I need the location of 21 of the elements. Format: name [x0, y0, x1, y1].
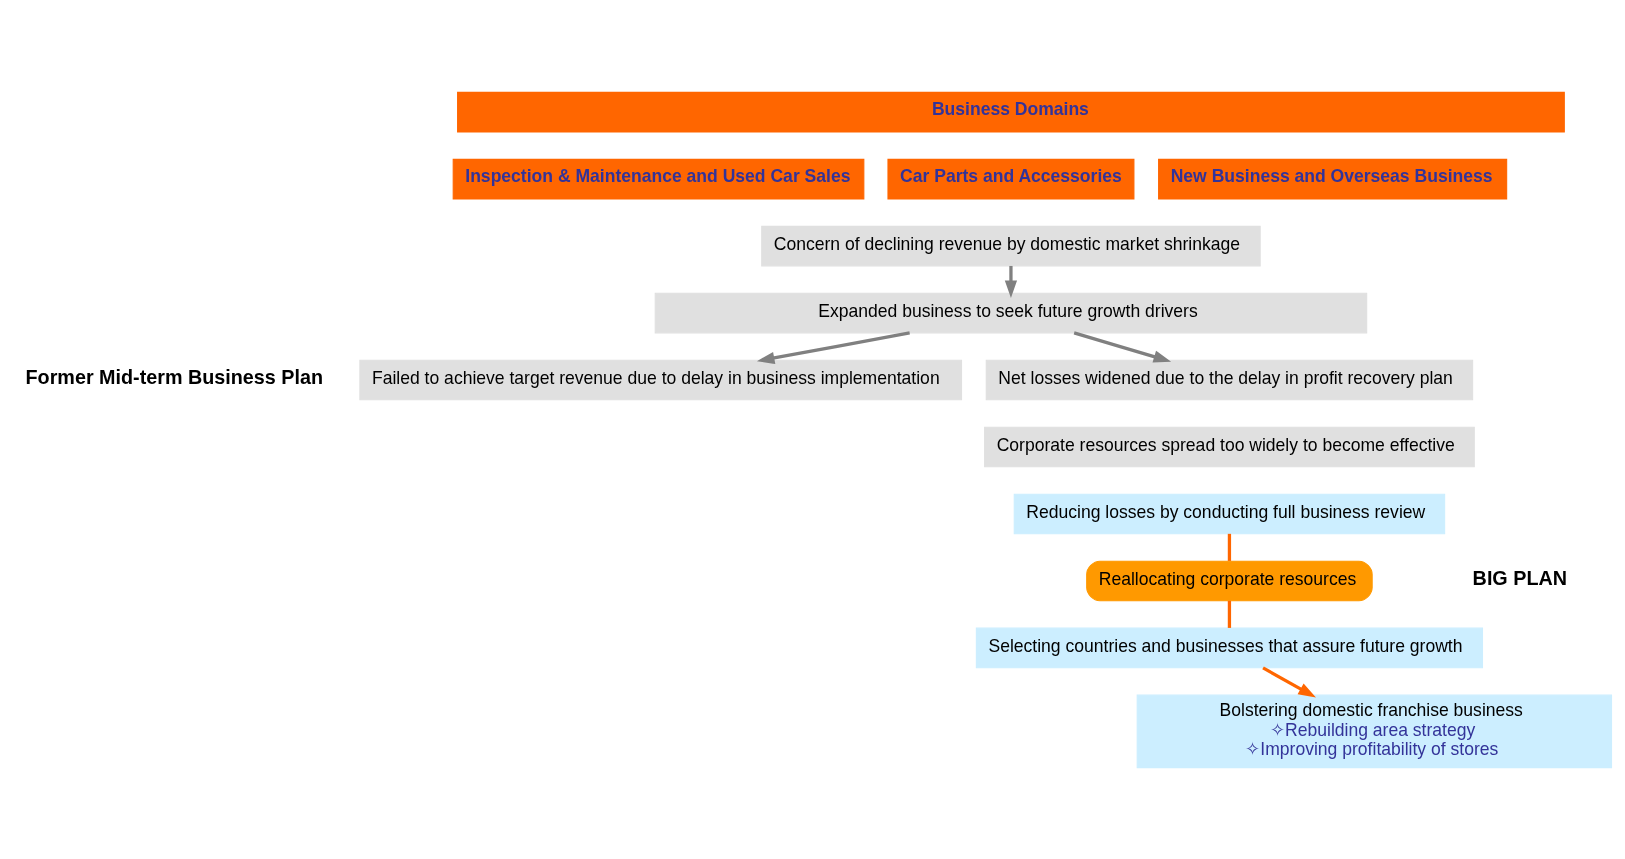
label: BIG PLAN: [1472, 566, 1567, 589]
node-box: Failed to achieve target revenue due to delay in business implementation: [359, 359, 963, 400]
node-box: Reallocating corporate resources: [1086, 560, 1373, 601]
node-box: New Business and Overseas Business: [1158, 158, 1508, 199]
arrow: [756, 330, 910, 364]
arrow: [1073, 330, 1172, 363]
node-box: Expanded business to seek future growth drivers: [654, 292, 1368, 333]
node-box: Corporate resources spread too widely to become effective: [984, 426, 1475, 467]
node-box: Car Parts and Accessories: [887, 158, 1135, 199]
node-box: Inspection & Maintenance and Used Car Sales: [452, 158, 865, 199]
connector: [1227, 533, 1232, 561]
arrow: [1004, 265, 1018, 298]
node-box: Net losses widened due to the delay in profit recovery plan: [985, 359, 1474, 400]
label: Former Mid-term Business Plan: [25, 365, 323, 388]
node-box: Reducing losses by conducting full business review: [1013, 493, 1446, 534]
node-box: Concern of declining revenue by domestic market shrinkage: [761, 225, 1261, 266]
node-box: Selecting countries and businesses that assure future growth: [975, 627, 1484, 668]
node-box: Business Domains: [457, 91, 1565, 132]
connector: [1227, 600, 1232, 628]
node-box: Bolstering domestic franchise business ✧Rebuilding area strategy ✧Improving profitability of stores: [1136, 694, 1613, 768]
arrow: [1262, 665, 1316, 698]
